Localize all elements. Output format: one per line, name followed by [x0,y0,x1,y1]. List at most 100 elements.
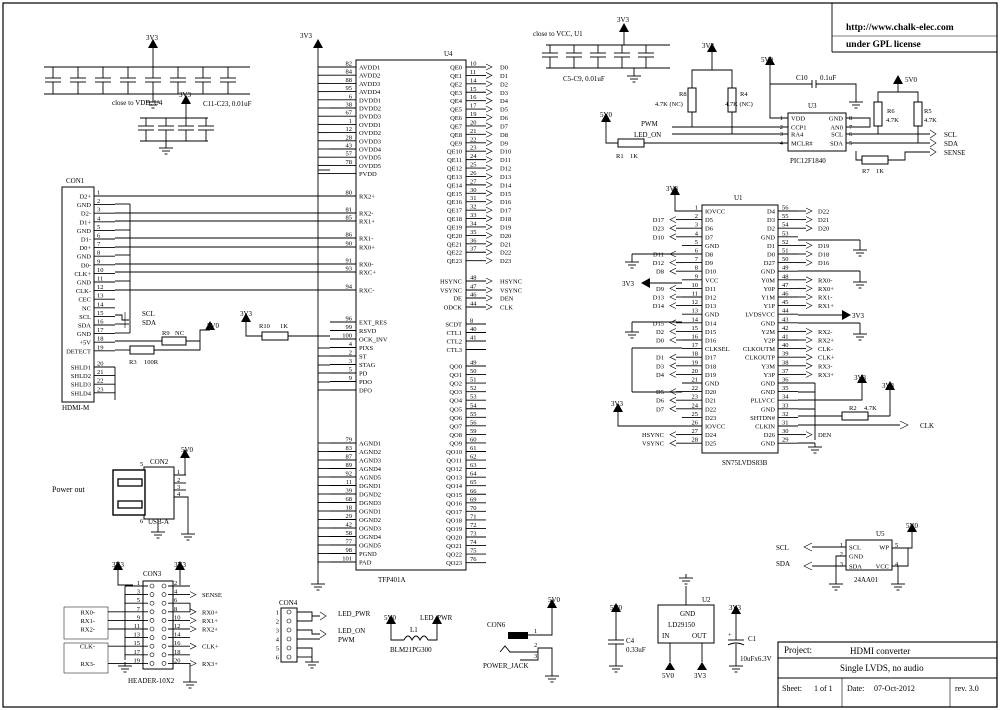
u1-net-label: D12 [653,260,664,267]
u4-pin-number: 73 [470,531,477,538]
u1-net-label: D17 [653,217,665,224]
u1-pin-number: 29 [782,437,789,444]
u3-net-led-on: LED_ON [634,131,661,139]
con1-pin-name: CLK+ [74,271,91,278]
u1-pin-name: CLKIN [755,424,775,431]
con4-ref: CON4 [279,599,298,607]
u4-net-label: D7 [500,123,509,130]
u1-net-label: RX1- [818,295,832,302]
u1-net-label: D15 [653,320,664,327]
u1-net-label: D19 [818,243,829,250]
power-arrow-icon [619,23,629,32]
power-arrow-icon [665,662,675,670]
u1-pin-name: D16 [705,338,717,345]
u4-pin-number: 47 [470,284,477,291]
power-arrow-icon [641,278,650,288]
u4-pin-name: DVDD3 [359,114,381,121]
u1-pin-name: GND [705,381,719,388]
u2-regulator-section[interactable]: 5V0 C4 0.33uF U2 GND LD29150 IN OUT 5V0 … [608,586,772,680]
r1-val: 1K [630,153,638,160]
u4-pin-name: QE21 [447,241,462,248]
u1-sn75lvds83b[interactable]: U1 SN75LVDS83B 1IOVCC2D5D173D6D234D7D105… [631,194,861,467]
r2-ref: R2 [849,405,857,412]
u1-pin-number: 7 [695,256,699,263]
r3-val: 100R [144,359,159,366]
u1-pin-number: 37 [782,368,789,375]
con3-net-label: RX0+ [202,609,218,616]
header-url[interactable]: http://www.chalk-elec.com [846,23,954,33]
l1-ferrite[interactable]: 5V0 LED_PWR L1 BLM21PG300 [384,614,453,654]
con1-pin-name: SHLD3 [71,382,91,389]
u1-pin-number: 4 [695,230,699,237]
con3-pin-number: 6 [174,597,178,604]
u1-net-label: CLK+ [818,355,835,362]
u4-pin-number: 44 [470,301,477,308]
u4-pin-name: QE10 [447,149,462,156]
power-arrow-icon [907,523,917,532]
con6-part: POWER_JACK [483,662,529,670]
u4-pin-number: 42 [346,522,353,529]
u4-pin-name: QO13 [446,475,462,482]
u1-pin-name: GND [761,389,775,396]
u4-pin-number: 50 [470,368,477,375]
u1-pin-number: 31 [782,420,789,427]
u5-net-sda: SDA [776,560,790,568]
con1-pins: 1D2+2GND3D2-4D1+5GND6D1-7D0+8GND9D0-10CL… [66,190,116,400]
con1-hdmi-connector[interactable]: CON1 HDMI-M 1D2+2GND3D2-4D1+5GND6D1-7D0+… [61,177,116,412]
r10-ext-res: R10 1K 3V3 [240,310,330,341]
con6-pin1: 1 [534,628,537,635]
u1-pin-name: D3 [767,217,775,224]
con3-pin-number: 5 [137,597,140,604]
con1-pin-name: SHLD2 [71,373,91,380]
u4-pin-number: 38 [346,102,353,109]
u4-pin-name: OGND4 [359,534,382,541]
power-arrow-icon [611,603,621,612]
con3-pin-number: 17 [134,649,141,656]
u1-pin-number: 44 [782,308,789,315]
u1-pin-name: D10 [705,269,716,276]
con1-pin-number: 6 [97,233,101,240]
u4-pin-number: 77 [346,539,353,546]
u1-pin-number: 39 [782,351,789,358]
con6-pin2: 2 [534,642,537,649]
con6-ref: CON6 [487,621,506,629]
power-arrow-icon [181,95,191,104]
con1-pin-name: GND [77,280,91,287]
u4-pin-name: QO21 [446,543,462,550]
u4-pin-name: QO15 [446,492,462,499]
u4-pin-name: DGND2 [359,492,381,499]
u1-pin-name: CLKOUTP [745,355,775,362]
u4-pin-number: 26 [470,170,477,177]
u1-pin-name: Y2M [761,329,775,336]
u4-tfp401a[interactable]: U4 TFP401A 82AVDD184AVDD288AVDD395AVDD46… [317,50,522,584]
u4-net-label: D4 [500,98,509,105]
title-block: Project: HDMI converter Single LVDS, no … [777,641,998,708]
u4-pin-name: RX1- [359,236,373,243]
u3-pin-number: 2 [780,124,783,131]
u1-net-label: D10 [653,234,664,241]
u3-net-pwm: PWM [641,120,659,128]
u4-pin-name: QE0 [450,65,462,72]
con1-pin-number: 17 [97,327,104,334]
u4-pin-name: OVDD1 [359,122,381,129]
con3-part: HEADER-10X2 [128,677,175,685]
u4-pin-number: 94 [346,284,353,291]
u4-pin-number: 72 [470,522,477,529]
u1-pin-number: 12 [692,299,699,306]
ground-icon [625,258,639,269]
con3-header-10x2[interactable]: CON3 HEADER-10X2 1357RX0-9RX1-11RX2-1315… [63,561,222,685]
u1-pin-name: Y1M [761,295,775,302]
power-out-label: Power out [52,485,85,494]
u3-pin-name: SDA [830,141,843,148]
u1-net-label: RX3- [818,363,832,370]
con6-power-jack[interactable]: CON6 POWER_JACK 5V0 1 2 3 [483,596,561,672]
u4-pin-name: AGND3 [359,458,381,465]
power-arrow-icon [857,374,867,383]
con1-net-scl: SCL [142,310,155,318]
u1-pin-name: D26 [764,432,776,439]
